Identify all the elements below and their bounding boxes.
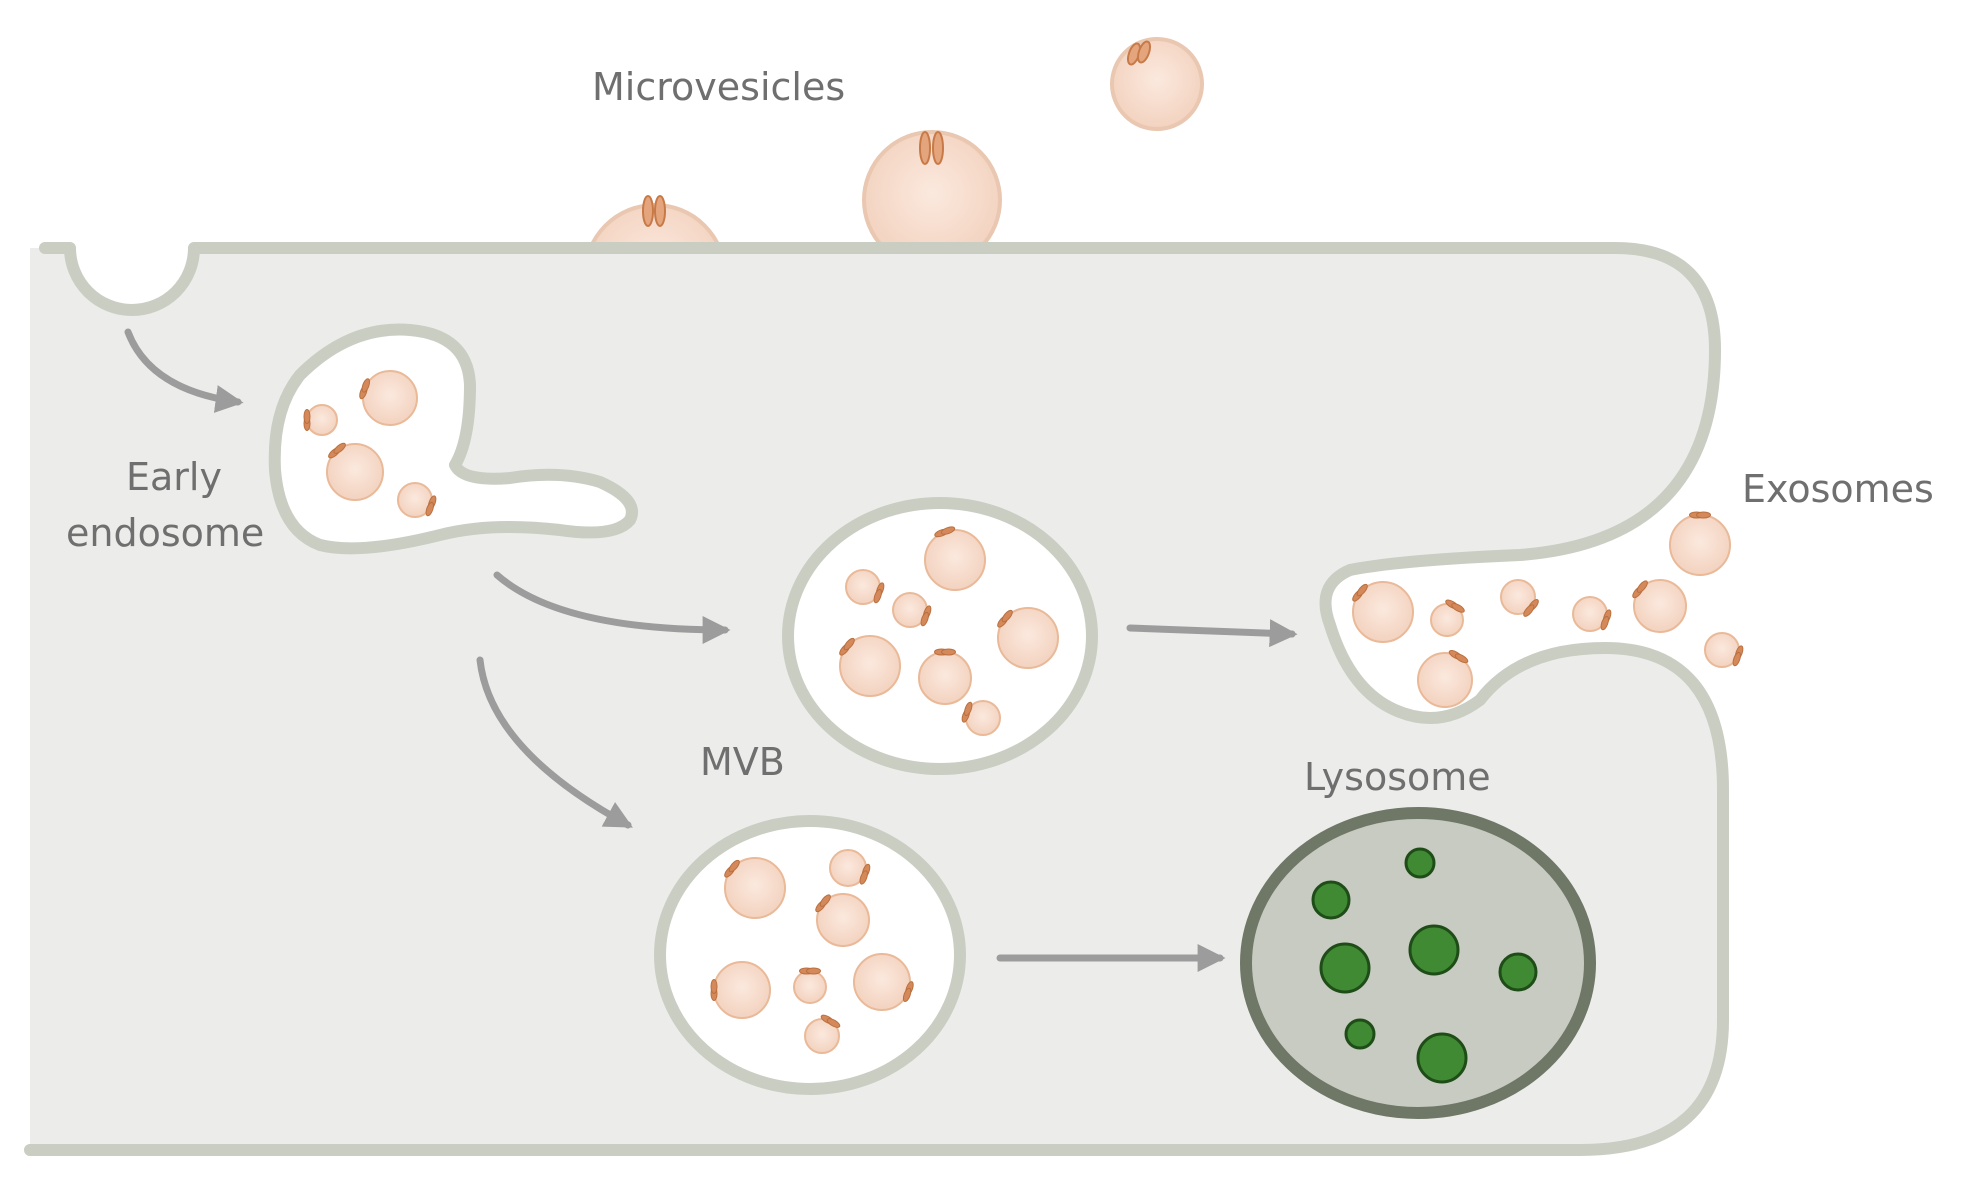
- membrane-protein-icon: [724, 859, 740, 878]
- vesicle: [326, 442, 384, 501]
- pathway-arrows: [124, 328, 1298, 972]
- vesicle: [1500, 579, 1539, 617]
- membrane-protein-icon: [799, 967, 821, 975]
- membrane-protein-icon: [1689, 511, 1711, 519]
- membrane-protein-icon: [934, 648, 956, 656]
- label-mvb: MVB: [700, 740, 785, 784]
- vesicle: [829, 849, 871, 887]
- membrane-protein-icon: [961, 701, 973, 723]
- membrane-protein-icon: [1448, 650, 1469, 664]
- membrane-protein-icon: [815, 894, 831, 913]
- membrane-protein-icon: [328, 442, 346, 459]
- vesicle: [1352, 581, 1414, 643]
- vesicle: [793, 967, 827, 1004]
- vesicle: [303, 404, 338, 436]
- label-early-endosome-line2: endosome: [66, 511, 264, 555]
- vesicle: [845, 569, 885, 605]
- membrane-protein-icon: [934, 526, 956, 538]
- vesicle: [724, 857, 786, 919]
- microvesicle-released: [1110, 37, 1204, 131]
- vesicle: [839, 635, 901, 697]
- membrane-protein-icon: [820, 1014, 841, 1028]
- membrane-protein-icon: [920, 605, 932, 627]
- vesicle: [815, 893, 870, 947]
- membrane-protein-icon: [1632, 580, 1648, 599]
- arrow-early-endosome-to-mvb-lower: [476, 656, 633, 829]
- vesicle: [1704, 632, 1744, 668]
- vesicle: [804, 1014, 841, 1054]
- vesicle: [397, 482, 437, 518]
- membrane-protein-icon: [839, 637, 855, 656]
- label-lysosome: Lysosome: [1304, 755, 1491, 799]
- membrane-protein-icon: [997, 609, 1013, 628]
- arrow-mvb-to-secretion: [1126, 619, 1298, 648]
- membrane-protein-icon: [1523, 599, 1539, 617]
- vesicle: [924, 526, 986, 591]
- vesicle: [359, 370, 418, 426]
- vesicle: [1417, 650, 1473, 708]
- label-microvesicles: Microvesicles: [592, 65, 845, 109]
- membrane-protein-icon: [873, 582, 885, 604]
- vesicle: [853, 953, 914, 1011]
- vesicle: [892, 592, 932, 628]
- lysosome-contents: [1311, 847, 1538, 1084]
- vesicle: [710, 961, 771, 1019]
- vesicle: [1430, 599, 1465, 637]
- membrane-protein-icon: [642, 40, 1152, 227]
- membrane-protein-icon: [425, 495, 437, 517]
- vesicle: [997, 607, 1059, 669]
- label-exosomes: Exosomes: [1742, 467, 1934, 511]
- membrane-protein-icon: [303, 409, 311, 431]
- membrane-protein-icon: [902, 981, 914, 1003]
- plasma-membrane: [24, 242, 1729, 1156]
- vesicle: [961, 700, 1001, 736]
- vesicle: [1632, 579, 1687, 633]
- membrane-protein-icon: [1445, 599, 1465, 613]
- vesicle: [1572, 596, 1612, 632]
- membrane-protein-icon: [859, 863, 871, 885]
- membrane-protein-icon: [1600, 609, 1612, 631]
- membrane-protein-icon: [710, 979, 718, 1001]
- membrane-protein-icon: [1732, 645, 1744, 667]
- membrane-protein-icon: [359, 378, 371, 400]
- label-early-endosome-line1: Early: [126, 455, 222, 499]
- intraluminal-vesicles: [303, 370, 1744, 1054]
- arrow-endocytosis-to-early-endosome: [124, 328, 244, 413]
- vesicle: [918, 648, 972, 705]
- membrane-protein-icon: [1352, 583, 1368, 602]
- vesicle: [1669, 511, 1731, 576]
- arrow-early-endosome-to-mvb-upper: [493, 571, 731, 644]
